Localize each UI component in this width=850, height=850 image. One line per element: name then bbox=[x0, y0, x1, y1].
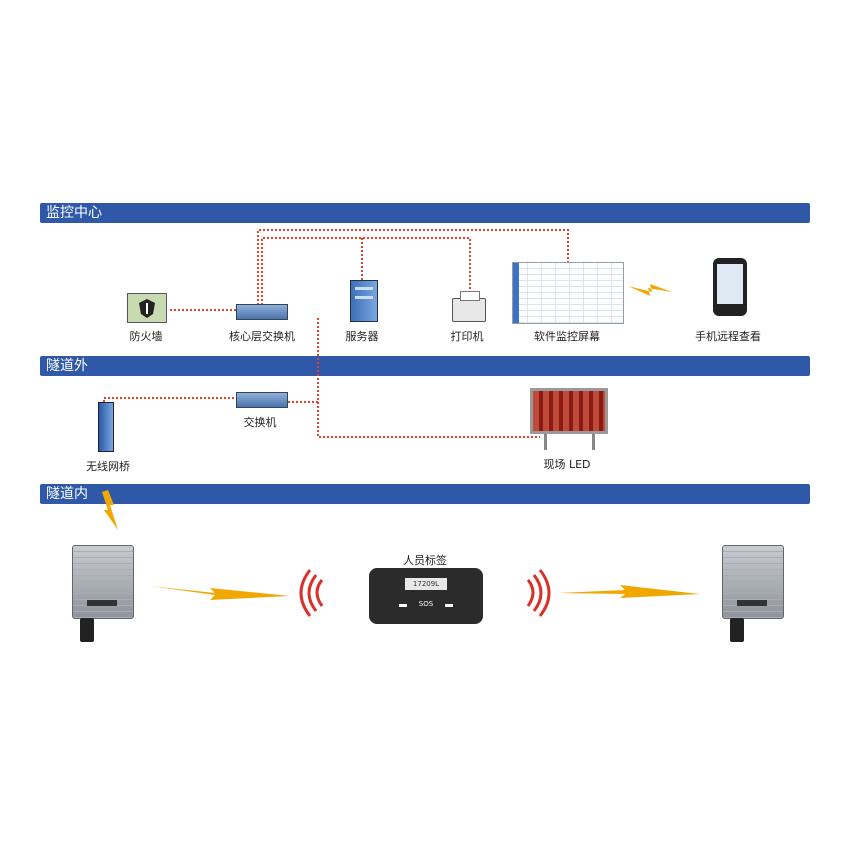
phone-remote-label: 手机远程查看 bbox=[695, 330, 761, 343]
base-station-left-antenna-icon bbox=[80, 618, 94, 642]
tag-display: 17209L bbox=[405, 578, 447, 590]
wire-bridge bbox=[103, 397, 238, 405]
wire-top-bus bbox=[257, 229, 569, 305]
section-band-tunnel-outside: 隧道外 bbox=[40, 356, 810, 376]
section-title-tunnel-outside: 隧道外 bbox=[46, 358, 88, 374]
base-station-right-icon bbox=[722, 545, 784, 619]
phone-icon bbox=[713, 258, 747, 316]
site-led-label: 现场 LED bbox=[543, 458, 591, 471]
server-label: 服务器 bbox=[345, 330, 379, 343]
firewall-icon bbox=[127, 293, 167, 323]
wireless-bridge-icon bbox=[98, 402, 114, 452]
bolt-left-icon bbox=[150, 586, 290, 600]
rf-wave-left-icon bbox=[315, 579, 324, 607]
personnel-tag-icon: 17209L SOS bbox=[369, 568, 483, 624]
wire-bus-2 bbox=[261, 237, 471, 305]
printer-label: 打印机 bbox=[450, 330, 484, 343]
core-switch-label: 核心层交换机 bbox=[229, 330, 295, 343]
bolt-right-icon bbox=[558, 585, 700, 598]
software-screen-icon bbox=[512, 262, 624, 324]
base-station-right-antenna-icon bbox=[730, 618, 744, 642]
printer-icon bbox=[452, 291, 486, 322]
core-switch-icon bbox=[236, 304, 288, 320]
server-icon bbox=[350, 280, 378, 322]
section-band-tunnel-inside: 隧道内 bbox=[40, 484, 810, 504]
tag-sos-label: SOS bbox=[418, 600, 434, 608]
section-band-monitor-center: 监控中心 bbox=[40, 203, 810, 223]
site-led-icon bbox=[530, 388, 608, 434]
section-title-monitor-center: 监控中心 bbox=[46, 205, 102, 221]
switch-label: 交换机 bbox=[243, 416, 277, 429]
firewall-label: 防火墙 bbox=[129, 330, 163, 343]
site-led-stand-right-icon bbox=[592, 434, 595, 450]
bolt-screen-phone-icon bbox=[628, 284, 672, 296]
wireless-bridge-label: 无线网桥 bbox=[86, 460, 130, 473]
switch-icon bbox=[236, 392, 288, 408]
bolt-bridge-icon bbox=[102, 490, 118, 530]
base-station-left-icon bbox=[72, 545, 134, 619]
site-led-stand-icon bbox=[544, 434, 547, 450]
software-screen-label: 软件监控屏幕 bbox=[534, 330, 600, 343]
personnel-tag-label: 人员标签 bbox=[403, 554, 447, 567]
rf-wave-right-icon bbox=[526, 579, 535, 607]
section-title-tunnel-inside: 隧道内 bbox=[46, 486, 88, 502]
